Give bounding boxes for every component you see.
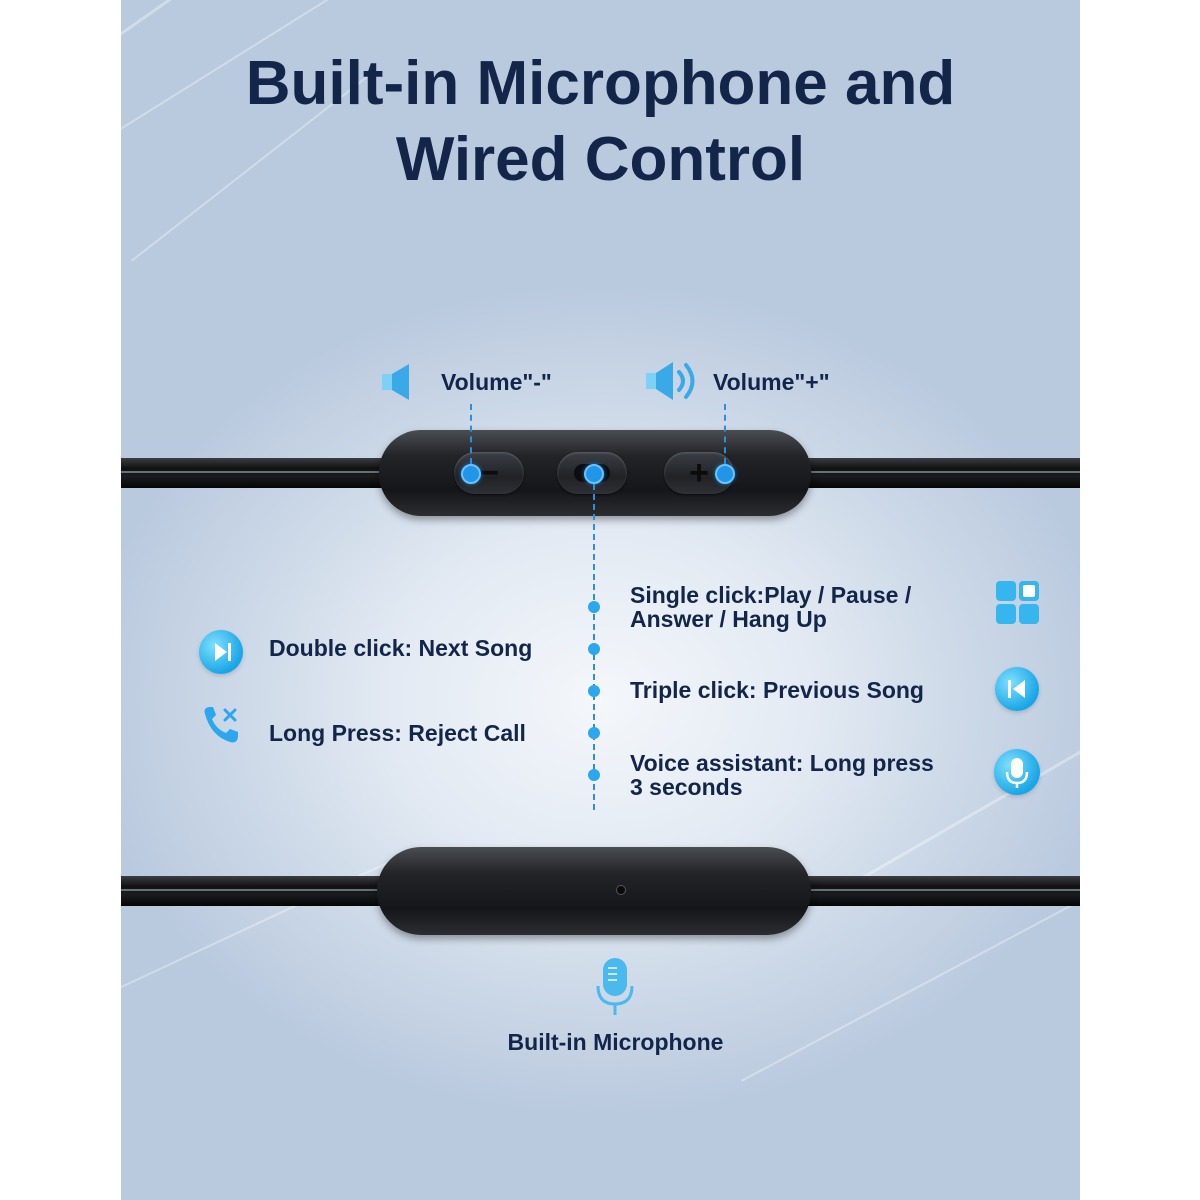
product-panel: Built-in Microphone and Wired Control Vo… [121, 0, 1080, 1200]
built-in-microphone-label: Built-in Microphone [507, 1029, 724, 1055]
function-bullet [588, 601, 600, 613]
function-bullet [588, 685, 600, 697]
reject-call-icon [204, 707, 238, 743]
volume-plus-icon [646, 362, 695, 400]
volume-minus-label: Volume"-" [441, 369, 552, 395]
double-click-label: Double click: Next Song [269, 635, 533, 661]
volume-plus-marker [715, 464, 735, 484]
multifunction-marker [584, 464, 604, 484]
cable-right-upper [801, 458, 1080, 488]
function-bullet [588, 769, 600, 781]
single-click-label: Single click:Play / Pause / Answer / Han… [630, 583, 911, 631]
single-click-line-2: Answer / Hang Up [630, 606, 827, 632]
voice-assistant-line-1: Voice assistant: Long press [630, 750, 934, 776]
title-line-2: Wired Control [395, 125, 806, 194]
long-press-label: Long Press: Reject Call [269, 720, 526, 746]
function-bullet [588, 643, 600, 655]
cable-left-upper [121, 458, 391, 488]
previous-song-icon [995, 667, 1039, 711]
background-streak [741, 901, 1078, 1082]
single-click-line-1: Single click:Play / Pause / [630, 582, 912, 608]
built-in-microphone-icon [596, 958, 634, 1015]
voice-assistant-line-2: 3 seconds [630, 774, 743, 800]
next-song-icon [199, 630, 243, 674]
function-bullet [588, 727, 600, 739]
cable-right-lower [801, 876, 1080, 906]
title-line-1: Built-in Microphone and [245, 49, 956, 118]
volume-minus-pointer [470, 404, 472, 464]
voice-assistant-microphone-icon [994, 749, 1040, 795]
volume-plus-label: Volume"+" [713, 369, 830, 395]
microphone-remote [377, 847, 811, 935]
triple-click-label: Triple click: Previous Song [630, 677, 924, 703]
cable-left-lower [121, 876, 391, 906]
app-grid-icon [996, 581, 1039, 624]
volume-minus-icon [382, 364, 409, 400]
volume-plus-pointer [724, 404, 726, 464]
microphone-hole [616, 885, 626, 895]
voice-assistant-label: Voice assistant: Long press 3 seconds [630, 751, 934, 799]
volume-minus-marker [461, 464, 481, 484]
